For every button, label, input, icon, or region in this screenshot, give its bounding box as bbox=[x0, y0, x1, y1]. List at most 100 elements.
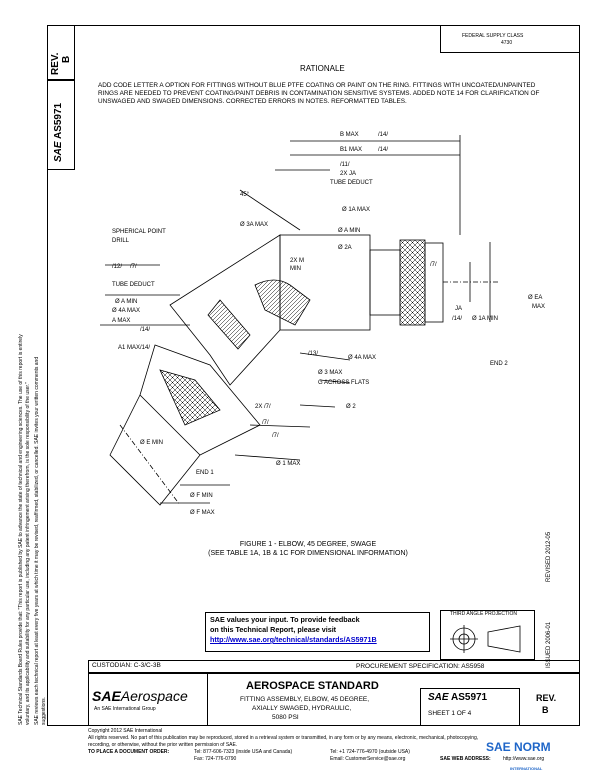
description-line3: 5080 PSI bbox=[272, 714, 299, 721]
description-line1: FITTING ASSEMBLY, ELBOW, 45 DEGREE, bbox=[240, 696, 370, 703]
rationale-body: ADD CODE LETTER A OPTION FOR FITTINGS WI… bbox=[98, 82, 540, 105]
dim-g-across-flats: G ACROSS FLATS bbox=[318, 380, 370, 386]
logo-sae: SAE bbox=[92, 688, 121, 704]
legal-line1: SAE Technical Standards Board Rules prov… bbox=[18, 334, 24, 725]
description-line2: AXIALLY SWAGED, HYDRAULIC, bbox=[252, 705, 352, 712]
feedback-box bbox=[205, 612, 430, 652]
procurement-spec: PROCUREMENT SPECIFICATION: AS5958 bbox=[356, 663, 485, 670]
dim-min: MIN bbox=[290, 266, 301, 272]
dim-tube-deduct-top: TUBE DEDUCT bbox=[330, 180, 373, 186]
dim-phi-4a-max-left: Ø 4A MAX bbox=[112, 308, 141, 314]
footer-rights2: recording, or otherwise, without the pri… bbox=[88, 742, 238, 748]
feedback-link-row: http://www.sae.org/technical/standards/A… bbox=[210, 635, 377, 644]
footer-copyright: Copyright 2012 SAE International bbox=[88, 728, 163, 734]
dim-phi-f-min: Ø F MIN bbox=[190, 493, 213, 499]
dim-end1: END 1 bbox=[196, 470, 214, 476]
dim-45deg: 45° bbox=[240, 192, 250, 198]
title-rev-label: REV. bbox=[536, 693, 557, 703]
dim-2x-ja: 2X JA bbox=[340, 171, 357, 177]
footer-tel2: Tel: +1 724-776-4970 (outside USA) bbox=[330, 749, 410, 755]
feedback-line2: on this Technical Report, please visit bbox=[210, 625, 337, 634]
dim-b-max: B MAX bbox=[340, 132, 359, 138]
dim-b1-max: B1 MAX bbox=[340, 147, 363, 153]
feedback-link[interactable]: http://www.sae.org/technical/standards/A… bbox=[210, 635, 377, 644]
header-doc-number-text: AS5971 bbox=[53, 102, 64, 140]
reference-line2: 4730 bbox=[501, 40, 513, 46]
dim-2x-m: 2X M bbox=[290, 258, 305, 264]
watermark-sub: INTERNATIONAL bbox=[510, 766, 543, 771]
logo-aerospace: Aerospace bbox=[120, 688, 188, 704]
logo-cell bbox=[88, 673, 208, 726]
legal-line2: voluntary, and its applicability and sui… bbox=[25, 382, 31, 725]
dim-phi-2a: Ø 2A bbox=[338, 245, 352, 251]
third-angle-symbol bbox=[450, 625, 521, 653]
revised-date: REVISED 2012-05 bbox=[546, 531, 552, 582]
footer-email: Email: CustomerService@sae.org bbox=[330, 756, 406, 762]
custodian-row bbox=[88, 660, 580, 673]
part-sae-mark: SAE bbox=[428, 692, 449, 703]
dim-phi-4a-max: Ø 4A MAX bbox=[348, 355, 377, 361]
dim-phi-2: Ø 2 bbox=[346, 404, 356, 410]
dim-phi-ea: Ø EA bbox=[528, 295, 543, 301]
part-number-text: AS5971 bbox=[450, 692, 488, 703]
dim-phi-a-min: Ø A MIN bbox=[338, 228, 361, 234]
footer-web-url: http://www.sae.org bbox=[503, 756, 545, 762]
dim-phi-3a-max: Ø 3A MAX bbox=[240, 222, 269, 228]
header-rev-box bbox=[47, 25, 75, 80]
footer-tel1: Tel: 877-606-7323 (inside USA and Canada… bbox=[194, 749, 293, 755]
dim-phi-e-min: Ø E MIN bbox=[140, 440, 164, 446]
legal-line3: SAE reviews each technical report at lea… bbox=[34, 356, 40, 725]
dim-phi-1a-max: Ø 1A MAX bbox=[342, 207, 371, 213]
sheet-number: SHEET 1 OF 4 bbox=[428, 710, 472, 717]
dim-n7-b: /7/ bbox=[262, 420, 269, 426]
footer-web: SAE WEB ADDRESS: bbox=[440, 756, 491, 762]
header-rev-value: B bbox=[61, 55, 72, 63]
dim-ea-max: MAX bbox=[532, 304, 546, 310]
dim-phi-1-max: Ø 1 MAX bbox=[276, 461, 301, 467]
standard-title: AEROSPACE STANDARD bbox=[246, 680, 379, 692]
dim-n14-right: /14/ bbox=[452, 316, 463, 322]
third-angle-label: THIRD ANGLE PROJECTION bbox=[450, 611, 517, 617]
reference-box bbox=[440, 25, 580, 53]
dim-drill: DRILL bbox=[112, 238, 130, 244]
dim-n11: /11/ bbox=[340, 162, 350, 168]
dim-n7-right: /7/ bbox=[430, 262, 437, 268]
elbow-drawing bbox=[100, 135, 500, 506]
dim-n14-c: /14/ bbox=[140, 327, 151, 333]
dim-a-max: A MAX bbox=[112, 318, 131, 324]
watermark: SAE NORM bbox=[486, 740, 551, 754]
dim-a1-max: A1 MAX/14/ bbox=[118, 345, 151, 351]
dim-ja: JA bbox=[455, 306, 463, 312]
dim-2x-n7: 2X /7/ bbox=[255, 404, 271, 410]
footer-fax: Fax: 724-776-0790 bbox=[194, 756, 237, 762]
part-number: SAE AS5971 bbox=[428, 692, 487, 703]
dim-end2: END 2 bbox=[490, 361, 508, 367]
header-doc-number: SAE AS5971 bbox=[53, 103, 64, 162]
sae-logo: SAEAerospace bbox=[92, 688, 188, 704]
dim-n12: /12/ bbox=[112, 264, 123, 270]
dim-n7-c: /7/ bbox=[272, 433, 279, 439]
dim-n7-left: /7/ bbox=[130, 264, 137, 270]
header-rev-label: REV. bbox=[50, 52, 61, 75]
watermark-text: SAE NORM bbox=[486, 740, 551, 754]
legal-line4: suggestions. bbox=[41, 696, 47, 725]
dim-spherical-point: SPHERICAL POINT bbox=[112, 229, 166, 235]
reference-line1: FEDERAL SUPPLY CLASS bbox=[462, 33, 524, 39]
dim-phi-1a-min: Ø 1A MIN bbox=[472, 316, 499, 322]
dim-tube-deduct-left: TUBE DEDUCT bbox=[112, 282, 155, 288]
footer-rights1: All rights reserved. No part of this pub… bbox=[88, 735, 479, 741]
title-rev-value: B bbox=[542, 705, 549, 715]
dim-n14-a: /14/ bbox=[378, 132, 389, 138]
rationale-title: RATIONALE bbox=[300, 64, 345, 73]
feedback-line1: SAE values your input. To provide feedba… bbox=[210, 615, 360, 624]
dim-phi-a-min-left: Ø A MIN bbox=[115, 299, 138, 305]
dim-phi-f-max: Ø F MAX bbox=[190, 510, 215, 516]
footer-order-label: TO PLACE A DOCUMENT ORDER: bbox=[88, 749, 170, 755]
header-docnum-box bbox=[47, 80, 75, 170]
dim-phi-3-max: Ø 3 MAX bbox=[318, 370, 343, 376]
header-sae-mark: SAE bbox=[53, 141, 64, 162]
third-angle-box bbox=[440, 610, 535, 660]
part-number-cell bbox=[420, 688, 520, 726]
custodian: CUSTODIAN: C-3/C-3B bbox=[92, 662, 161, 669]
figure-caption-line2: (SEE TABLE 1A, 1B & 1C FOR DIMENSIONAL I… bbox=[208, 550, 408, 557]
